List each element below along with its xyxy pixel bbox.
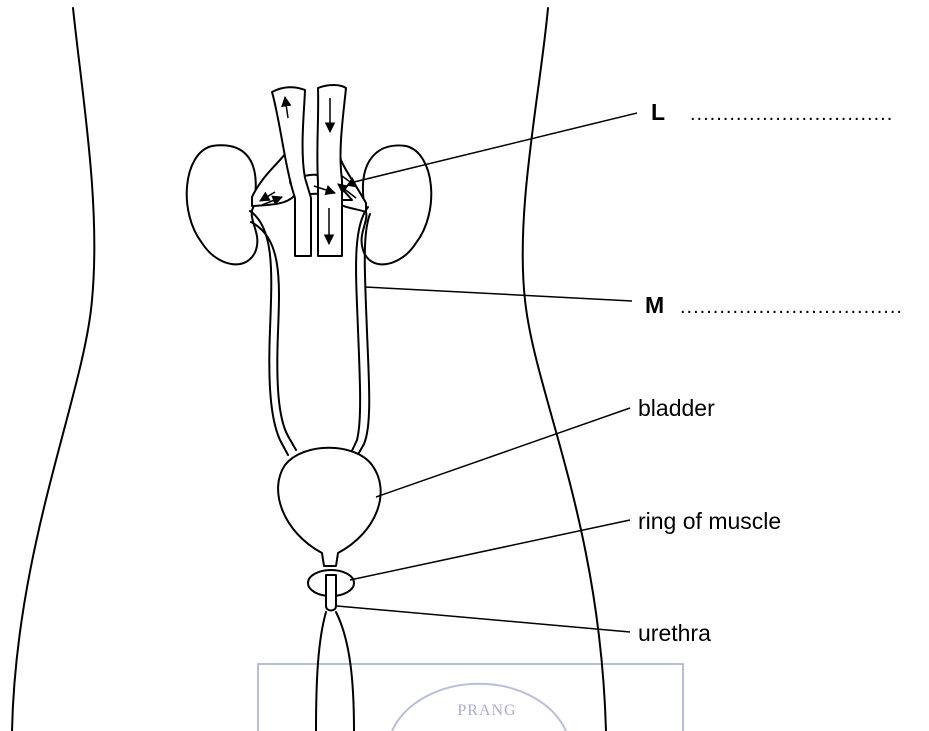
- urethra-organ: [316, 575, 354, 731]
- label-ring-of-muscle: ring of muscle: [638, 508, 781, 534]
- label-bladder: bladder: [638, 395, 715, 421]
- leader-line-ring-of-muscle: [350, 520, 630, 580]
- leader-line-bladder: [376, 408, 630, 497]
- leader-line-m: [365, 287, 632, 301]
- watermark: PRANG: [258, 664, 683, 731]
- labels: L ............................... M ....…: [638, 99, 903, 646]
- watermark-text: PRANG: [457, 702, 516, 719]
- right-kidney: [362, 145, 432, 264]
- label-m: M: [645, 292, 664, 318]
- vena-cava: [317, 85, 346, 256]
- bladder-organ: [278, 448, 381, 566]
- label-l: L: [651, 99, 665, 125]
- left-kidney: [187, 145, 258, 264]
- answer-line-l: ...............................: [690, 103, 893, 125]
- leader-line-urethra: [337, 606, 630, 632]
- label-urethra: urethra: [638, 620, 711, 646]
- answer-line-m: ..................................: [680, 296, 903, 318]
